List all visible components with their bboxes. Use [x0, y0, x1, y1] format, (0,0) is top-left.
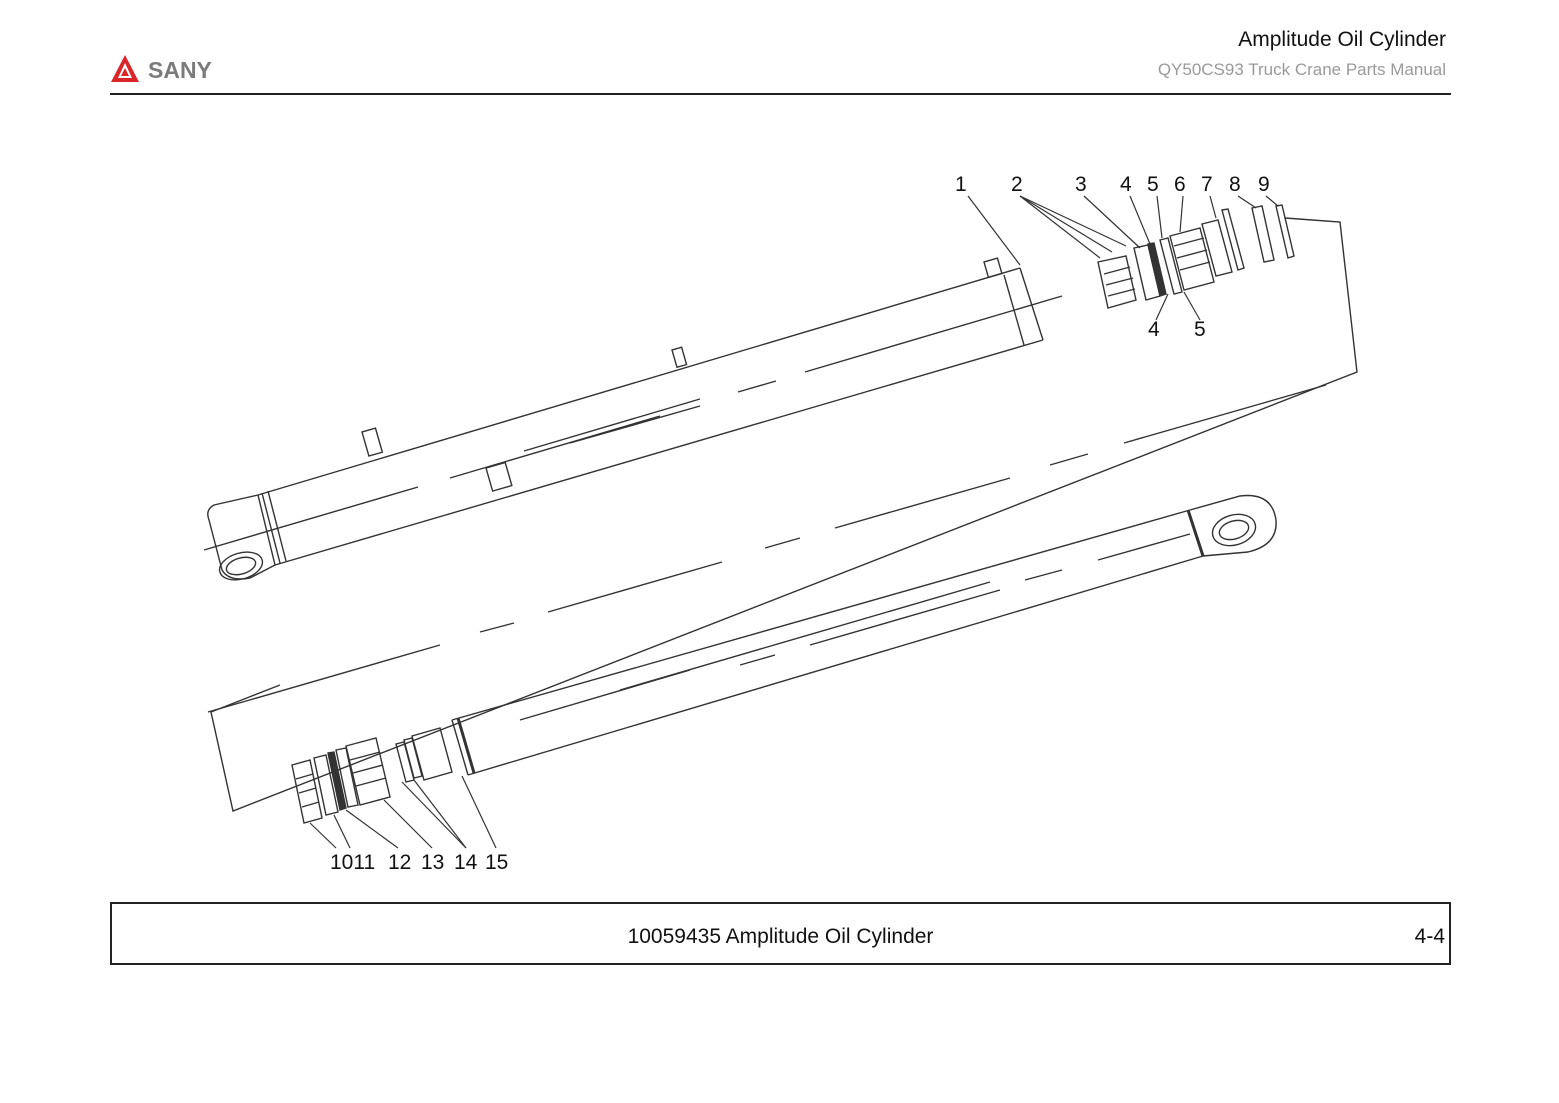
page-subtitle: QY50CS93 Truck Crane Parts Manual — [1157, 60, 1446, 79]
figure-caption-box: 10059435 Amplitude Oil Cylinder 4-4 — [110, 902, 1451, 965]
callout-8: 8 — [1229, 173, 1241, 196]
cylinder-barrel — [203, 257, 1063, 581]
callout-9: 9 — [1258, 173, 1270, 196]
explode-frame — [210, 217, 1358, 812]
figure-caption: 10059435 Amplitude Oil Cylinder — [627, 925, 934, 948]
callout-15: 15 — [485, 851, 508, 874]
sany-logo: SANY — [111, 55, 212, 83]
callouts-mid: 4 5 — [1148, 318, 1206, 341]
logo-wordmark: SANY — [148, 57, 212, 83]
callout-5-lower: 5 — [1194, 318, 1206, 341]
callout-13: 13 — [421, 851, 444, 874]
piston-rod — [207, 384, 1327, 776]
callouts-top: 1 2 3 4 5 6 7 8 9 — [955, 173, 1270, 196]
callout-12: 12 — [388, 851, 411, 874]
callout-1: 1 — [955, 173, 967, 196]
callouts-bottom: 1011 12 13 14 15 — [330, 851, 508, 874]
callout-6: 6 — [1174, 173, 1186, 196]
callout-10-11: 1011 — [330, 851, 375, 874]
page-number: 4-4 — [1414, 925, 1445, 948]
callout-4-lower: 4 — [1148, 318, 1160, 341]
callout-5: 5 — [1147, 173, 1159, 196]
callout-14: 14 — [454, 851, 478, 874]
page-title: Amplitude Oil Cylinder — [1238, 28, 1446, 51]
callout-4: 4 — [1120, 173, 1132, 196]
leader-lines — [309, 195, 1279, 849]
piston-seal-group — [291, 727, 453, 824]
header-divider — [110, 93, 1451, 95]
callout-3: 3 — [1075, 173, 1087, 196]
callout-2: 2 — [1011, 173, 1023, 196]
gland-seal-group — [1097, 204, 1295, 309]
callout-7: 7 — [1201, 173, 1213, 196]
